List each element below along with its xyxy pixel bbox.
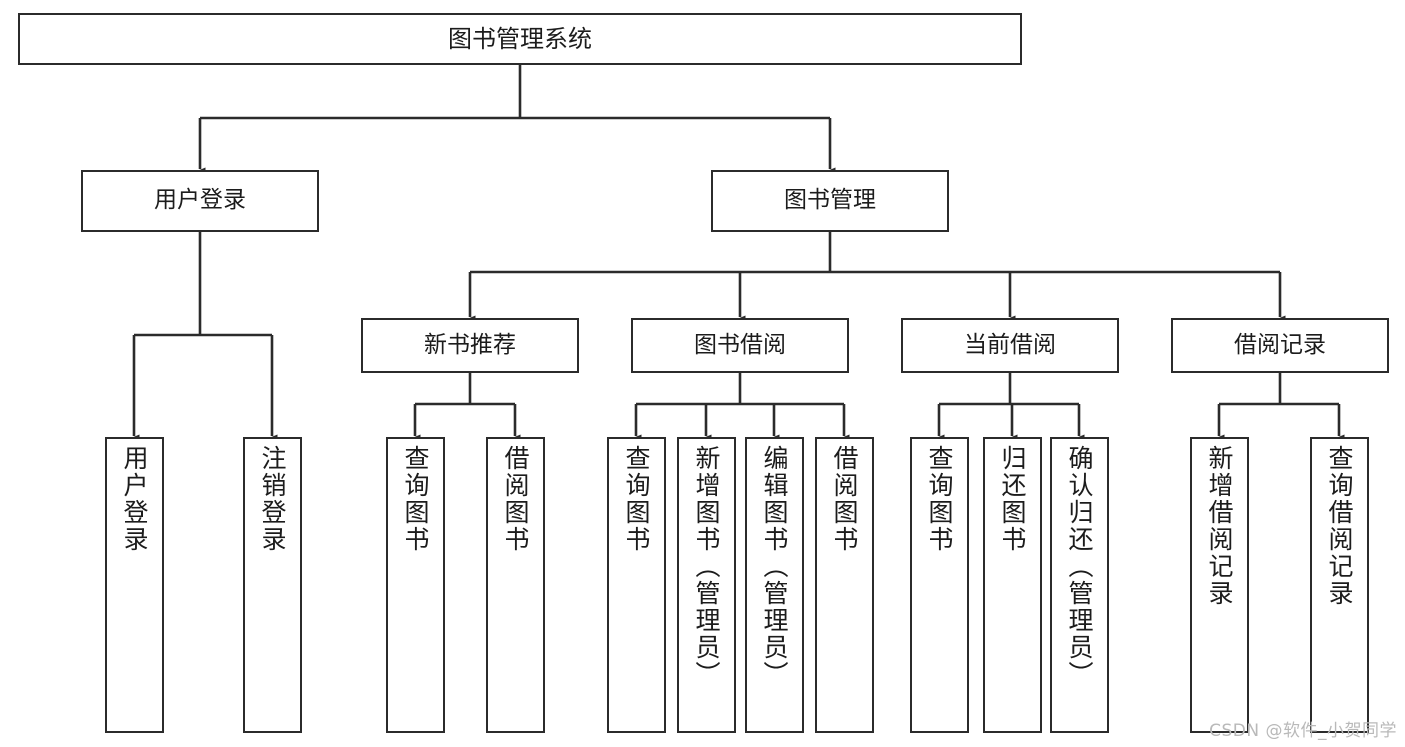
level3-node-2[interactable]: 当前借阅 — [901, 318, 1119, 373]
node-label: 新增图书（管理员） — [692, 445, 721, 688]
node-label: 新增借阅记录 — [1205, 445, 1234, 607]
node-label: 用户登录 — [120, 445, 149, 553]
node-label: 图书管理系统 — [448, 24, 592, 53]
leaf-node-10[interactable]: 确认归还（管理员） — [1050, 437, 1109, 733]
leaf-node-9[interactable]: 归还图书 — [983, 437, 1042, 733]
node-label: 当前借阅 — [964, 331, 1056, 358]
leaf-node-1[interactable]: 注销登录 — [243, 437, 302, 733]
leaf-node-3[interactable]: 借阅图书 — [486, 437, 545, 733]
leaf-node-4[interactable]: 查询图书 — [607, 437, 666, 733]
leaf-node-5[interactable]: 新增图书（管理员） — [677, 437, 736, 733]
leaf-node-11[interactable]: 新增借阅记录 — [1190, 437, 1249, 733]
node-label: 查询图书 — [925, 445, 954, 553]
leaf-node-0[interactable]: 用户登录 — [105, 437, 164, 733]
level2-node-1[interactable]: 图书管理 — [711, 170, 949, 232]
node-label: 借阅图书 — [501, 445, 530, 553]
node-label: 用户登录 — [154, 187, 246, 214]
leaf-node-2[interactable]: 查询图书 — [386, 437, 445, 733]
node-label: 借阅图书 — [830, 445, 859, 553]
node-label: 编辑图书（管理员） — [760, 445, 789, 688]
node-label: 图书借阅 — [694, 331, 786, 358]
level3-node-1[interactable]: 图书借阅 — [631, 318, 849, 373]
node-label: 确认归还（管理员） — [1065, 445, 1094, 688]
node-label: 查询图书 — [401, 445, 430, 553]
leaf-node-8[interactable]: 查询图书 — [910, 437, 969, 733]
node-label: 图书管理 — [784, 187, 876, 214]
root-node[interactable]: 图书管理系统 — [18, 13, 1022, 65]
level2-node-0[interactable]: 用户登录 — [81, 170, 319, 232]
node-label: 新书推荐 — [424, 331, 516, 358]
leaf-node-6[interactable]: 编辑图书（管理员） — [745, 437, 804, 733]
leaf-node-12[interactable]: 查询借阅记录 — [1310, 437, 1369, 733]
node-label: 查询图书 — [622, 445, 651, 553]
node-label: 借阅记录 — [1234, 331, 1326, 358]
level3-node-3[interactable]: 借阅记录 — [1171, 318, 1389, 373]
node-label: 归还图书 — [998, 445, 1027, 553]
node-label: 注销登录 — [258, 445, 287, 553]
node-label: 查询借阅记录 — [1325, 445, 1354, 607]
level3-node-0[interactable]: 新书推荐 — [361, 318, 579, 373]
leaf-node-7[interactable]: 借阅图书 — [815, 437, 874, 733]
watermark-text: CSDN @软件_小贺同学 — [1209, 721, 1397, 741]
